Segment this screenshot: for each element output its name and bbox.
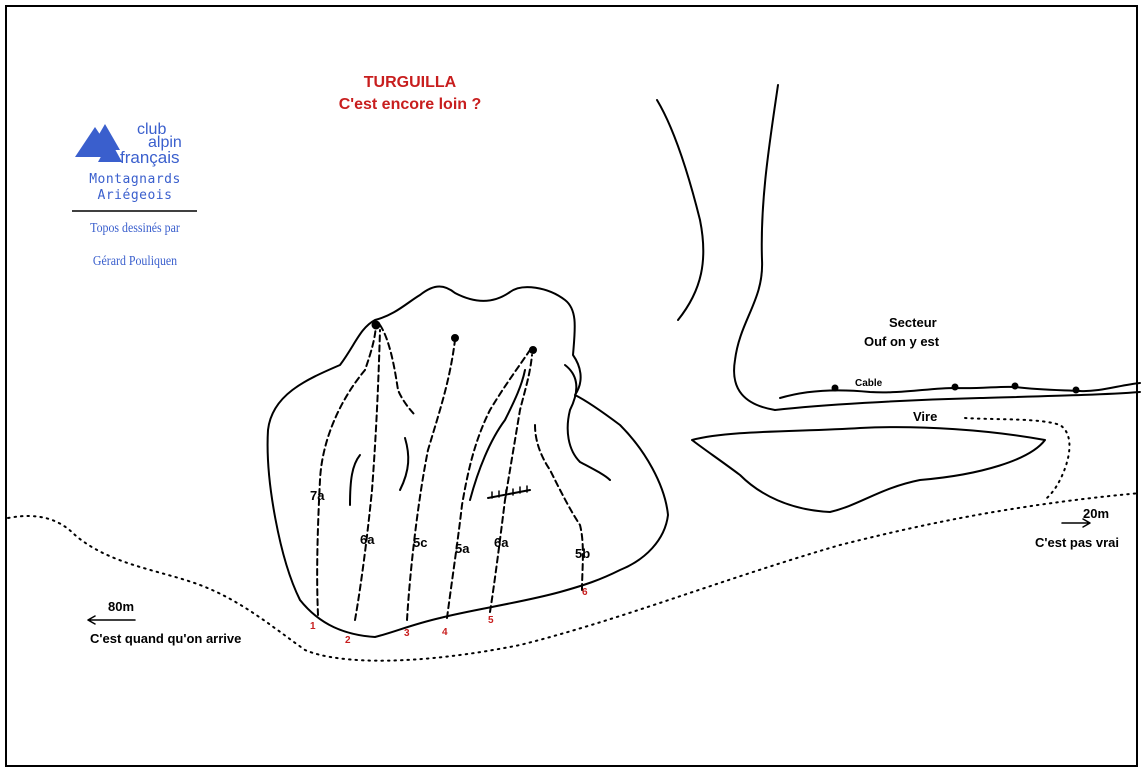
route-number-5: 5 bbox=[488, 615, 494, 626]
route-grade-2: 6a bbox=[360, 532, 375, 547]
route-line-2b bbox=[379, 324, 416, 416]
route-grade-5: 6a bbox=[494, 535, 509, 550]
approach-left-distance: 80m bbox=[108, 599, 135, 614]
page-subtitle: C'est encore loin ? bbox=[338, 96, 482, 113]
logo-club: club bbox=[137, 121, 167, 138]
anchor-3 bbox=[529, 346, 537, 354]
logo-alpin: alpin bbox=[148, 134, 182, 151]
gully-left bbox=[656, 99, 705, 321]
route-line-4 bbox=[446, 349, 531, 619]
topo-frame bbox=[5, 5, 1138, 767]
sector-title: Secteur bbox=[889, 315, 937, 330]
route-line-3 bbox=[406, 339, 456, 621]
vire-label: Vire bbox=[913, 409, 938, 424]
arrow-right bbox=[1061, 518, 1091, 528]
route-grade-4: 5a bbox=[455, 541, 470, 556]
crack-1 bbox=[349, 454, 361, 506]
crack-2 bbox=[399, 437, 410, 491]
route-number-3: 3 bbox=[404, 628, 410, 639]
vire-path bbox=[964, 417, 1071, 501]
gully-right bbox=[733, 84, 779, 411]
right-edge-line bbox=[564, 364, 611, 481]
ledge bbox=[774, 391, 1141, 411]
cable-label: Cable bbox=[855, 378, 883, 389]
arrow-left bbox=[87, 615, 136, 625]
route-number-4: 4 bbox=[442, 627, 448, 638]
cable-line bbox=[779, 382, 1141, 399]
logo-section-2: Ariégeois bbox=[97, 188, 173, 203]
approach-left-text: C'est quand qu'on arrive bbox=[90, 631, 242, 646]
route-line-1 bbox=[316, 321, 377, 616]
logo-section-1: Montagnards bbox=[89, 172, 181, 187]
route-line-6 bbox=[534, 424, 584, 591]
anchor-1 bbox=[371, 320, 381, 330]
approach-right-text: C'est pas vrai bbox=[1035, 535, 1120, 550]
anchor-2 bbox=[451, 334, 459, 342]
route-grade-6: 5b bbox=[575, 546, 591, 561]
credit-line-1: Topos dessinés par bbox=[90, 221, 180, 236]
route-line-5 bbox=[489, 354, 533, 613]
route-line-2 bbox=[354, 329, 381, 621]
crag-outline bbox=[266, 285, 669, 638]
route-number-2: 2 bbox=[345, 635, 351, 646]
sector-name: Ouf on y est bbox=[864, 334, 940, 349]
roof-line bbox=[487, 489, 531, 499]
route-grade-1: 7a bbox=[310, 488, 325, 503]
dihedral bbox=[469, 369, 526, 501]
logo-mark bbox=[75, 124, 122, 162]
credit-line-2: Gérard Pouliquen bbox=[92, 254, 178, 269]
route-number-1: 1 bbox=[310, 621, 316, 632]
roof-hatch bbox=[491, 485, 528, 499]
route-grade-3: 5c bbox=[413, 535, 428, 550]
vire-block bbox=[691, 426, 1046, 513]
logo-francais: français bbox=[120, 148, 180, 167]
approach-right-distance: 20m bbox=[1083, 506, 1110, 521]
route-number-6: 6 bbox=[582, 587, 588, 598]
approach-path bbox=[7, 492, 1141, 662]
page-title: TURGUILLA bbox=[363, 74, 457, 91]
